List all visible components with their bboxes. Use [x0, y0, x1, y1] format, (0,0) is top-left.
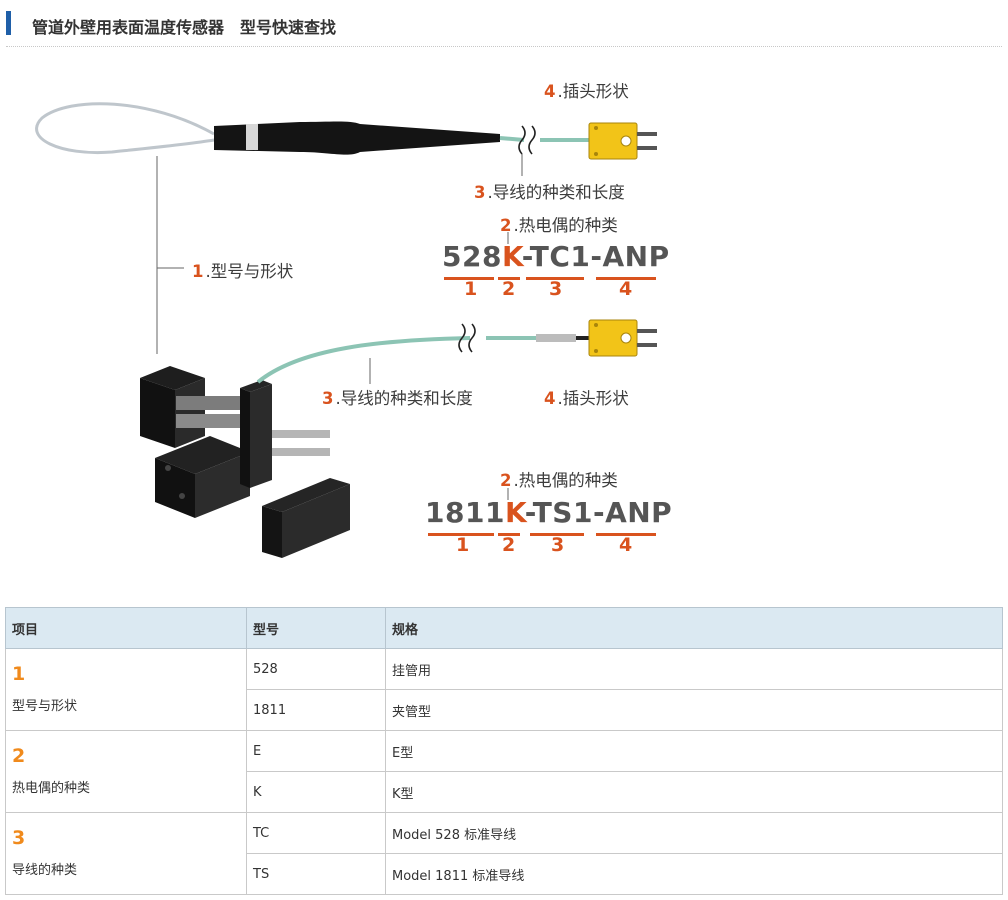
digit-1: 1: [456, 534, 470, 556]
label-lead-top: 3.导线的种类和长度: [474, 183, 625, 202]
table-row: 1811 夹管型: [6, 689, 1003, 731]
spec-cell: K型: [385, 771, 1003, 813]
table-row: 3 导线的种类 TC Model 528 标准导线: [5, 812, 1003, 895]
spec-cell: E型: [385, 730, 1003, 772]
spec-cell: Model 528 标准导线: [385, 812, 1003, 854]
model-cell: 528: [246, 648, 386, 690]
section-header: 管道外壁用表面温度传感器 型号快速查找: [6, 8, 1002, 47]
digit-2: 2: [502, 278, 516, 300]
loop-wire: [35, 102, 215, 155]
item-cell: 2 热电偶的种类: [5, 730, 247, 813]
spec-cell: 挂管用: [385, 648, 1003, 690]
label-tc-bottom: 2.热电偶的种类: [500, 471, 618, 490]
model-cell: TC: [246, 812, 386, 854]
label-plug-top: 4.插头形状: [544, 82, 629, 101]
table-row: TS Model 1811 标准导线: [6, 853, 1003, 895]
label-shape: 1.型号与形状: [192, 262, 294, 281]
plug-icon: [588, 122, 638, 160]
digit-2: 2: [502, 534, 516, 556]
clamp-body: [175, 378, 205, 448]
spec-table: 项目 型号 规格 1 型号与形状 528 挂管用 1811 夹管型 2 热电偶的…: [5, 607, 1003, 895]
model-cell: 1811: [246, 689, 386, 731]
model-cell: E: [246, 730, 386, 772]
model-cell: K: [246, 771, 386, 813]
spec-cell: Model 1811 标准导线: [385, 853, 1003, 895]
model-diagram: 4.插头形状 3.导线的种类和长度 2.热电偶的种类 1.型号与形状 528K-…: [0, 48, 1008, 588]
header-accent-bar: [6, 11, 11, 35]
item-cell: 1 型号与形状: [5, 648, 247, 731]
underline-1: [444, 277, 494, 280]
table-header-row: 项目 型号 规格: [5, 607, 1003, 649]
table-row: 1 型号与形状 528 挂管用: [5, 648, 1003, 731]
digit-1: 1: [464, 278, 478, 300]
item-cell: 3 导线的种类: [5, 812, 247, 895]
header-item: 项目: [5, 607, 247, 649]
label-tc-top: 2.热电偶的种类: [500, 216, 618, 235]
label-plug-bottom: 4.插头形状: [544, 389, 629, 408]
probe-label: [246, 124, 258, 150]
model-code-528: 528K-TC1-ANP: [442, 240, 670, 273]
page-title: 管道外壁用表面温度传感器 型号快速查找: [32, 18, 337, 37]
spec-cell: 夹管型: [385, 689, 1003, 731]
probe-body: [214, 121, 500, 155]
sensor-illustration: [35, 102, 657, 558]
digit-3: 3: [549, 278, 563, 300]
header-spec: 规格: [385, 607, 1003, 649]
model-cell: TS: [246, 853, 386, 895]
digit-3: 3: [551, 534, 565, 556]
digit-4: 4: [619, 278, 633, 300]
digit-4: 4: [619, 534, 633, 556]
table-row: 2 热电偶的种类 E E型: [5, 730, 1003, 813]
label-lead-bottom: 3.导线的种类和长度: [322, 389, 473, 408]
table-row: K K型: [6, 771, 1003, 813]
break-mark: [518, 125, 526, 155]
model-code-1811: 1811K-TS1-ANP: [425, 496, 673, 529]
header-model: 型号: [246, 607, 386, 649]
